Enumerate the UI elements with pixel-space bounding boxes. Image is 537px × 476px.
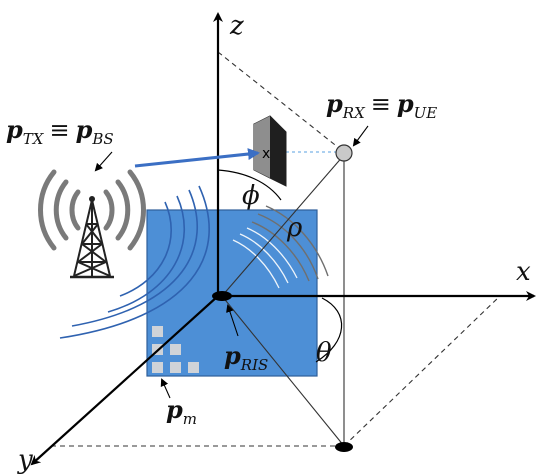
rx-label: pRX≡pUE (326, 89, 437, 122)
z-axis-label: z (229, 11, 244, 41)
ris-reflection-waves (232, 227, 298, 289)
origin-to-ground (221, 295, 345, 447)
element-pointer-arrow (160, 378, 171, 399)
ris-element-cell (188, 362, 199, 373)
rx-point (335, 144, 353, 162)
ris-element-cell (170, 344, 181, 355)
incident-waves (59, 185, 210, 339)
ground-projection-point (335, 442, 353, 452)
origin-point (212, 291, 232, 301)
ris-pointer-arrow (226, 304, 239, 337)
ground-to-x-dashed (343, 295, 501, 447)
ris-element-cell (152, 362, 163, 373)
los-beam-arrow (134, 148, 260, 168)
x-axis-label: x (516, 257, 531, 287)
y-axis-label: y (17, 445, 33, 475)
origin-to-rx (221, 154, 345, 297)
cell-tower-icon (38, 169, 146, 279)
phi-angle-arc (217, 169, 282, 201)
rho-label: ρ (286, 213, 303, 243)
ris-reflection-waves-gray (251, 205, 329, 282)
guide-lines (52, 51, 501, 447)
ris-label: pRIS (224, 341, 268, 374)
y-axis (30, 295, 219, 466)
phi-label: ϕ (242, 181, 260, 211)
tx-label: pTX≡pBS (6, 115, 114, 148)
theta-angle-arc (315, 297, 343, 363)
theta-label: θ (316, 338, 332, 368)
receiver-device-icon (253, 115, 287, 187)
ris-element-cell (170, 362, 181, 373)
element-label: pm (166, 395, 197, 428)
ris-element-cell (152, 326, 163, 337)
rx-device-marker: x (262, 146, 270, 162)
tx-pointer-arrow (94, 151, 113, 172)
rx-pointer-arrow (352, 125, 369, 147)
